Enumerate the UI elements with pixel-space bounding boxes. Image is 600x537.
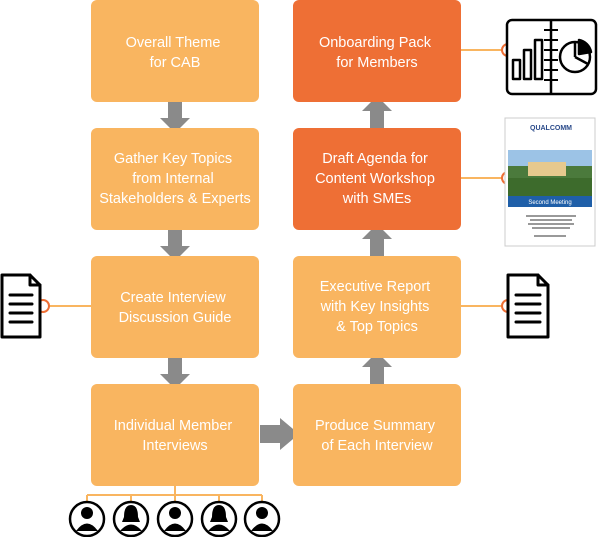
step-text-line: Draft Agenda for: [322, 151, 428, 167]
step-produce-summary: Produce Summary of Each Interview: [293, 384, 461, 486]
step-text-line: for CAB: [150, 55, 201, 71]
step-text-line: from Internal: [132, 171, 213, 187]
step-text-line: Interviews: [142, 438, 207, 454]
step-text-line: Executive Report: [320, 279, 430, 295]
step-text-line: Gather Key Topics: [114, 151, 232, 167]
step-text-line: Onboarding Pack: [319, 35, 432, 51]
binder-charts-icon: [505, 18, 598, 96]
person-icon-female: [112, 500, 150, 537]
svg-text:Onboarding Pack for Me: Onboarding Pack for Members: [319, 35, 435, 71]
arrow-up-2: [362, 224, 392, 256]
step-text-line: for Members: [336, 55, 417, 71]
arrow-down-2: [160, 230, 190, 261]
person-icon: [156, 500, 194, 537]
arrow-right: [260, 418, 299, 450]
step-text-line: with SMEs: [342, 191, 412, 207]
arrow-down-3: [160, 358, 190, 389]
step-gather-topics: Gather Key Topics from Internal Stakehol…: [91, 128, 259, 230]
step-create-guide: Create Interview Discussion Guide: [91, 256, 259, 358]
brochure-thumbnail: QUALCOMM Second Meeting: [504, 117, 596, 247]
step-overall-theme: Overall Theme for CAB: [91, 0, 259, 102]
arrow-down-1: [160, 102, 190, 133]
step-text-line: Produce Summary: [315, 418, 436, 434]
svg-text:Executive Report with: Executive Report with Key Insights & Top…: [320, 279, 435, 335]
svg-text:Create Interview Discu: Create Interview Discussion Guide: [119, 290, 232, 326]
step-text-line: Individual Member: [114, 418, 233, 434]
step-text-line: Overall Theme: [126, 35, 221, 51]
connector-lines: [43, 49, 508, 503]
person-icon: [68, 500, 106, 537]
step-text-line: Stakeholders & Experts: [99, 191, 251, 207]
step-executive-report: Executive Report with Key Insights & Top…: [293, 256, 461, 358]
member-person-icons: [68, 500, 281, 537]
step-boxes: Overall Theme for CAB Gather Key Topics …: [91, 0, 461, 486]
person-icon: [243, 500, 281, 537]
step-text-line: Content Workshop: [315, 171, 435, 187]
svg-text:Gather Key Topics from: Gather Key Topics from Internal Stakehol…: [99, 151, 251, 207]
step-text-line: with Key Insights: [320, 299, 430, 315]
step-member-interviews: Individual Member Interviews: [91, 384, 259, 486]
svg-text:Produce Summary of Eac: Produce Summary of Each Interview: [315, 418, 439, 454]
document-icon: [0, 273, 42, 339]
flow-arrows: [160, 96, 392, 450]
arrow-up-1: [362, 352, 392, 384]
svg-text:Overall Theme for CAB: Overall Theme for CAB: [126, 35, 225, 71]
brochure-brand: QUALCOMM: [530, 125, 572, 132]
document-icon: [506, 273, 550, 339]
brochure-caption: Second Meeting: [528, 200, 571, 206]
step-text-line: & Top Topics: [336, 319, 418, 335]
step-text-line: of Each Interview: [321, 438, 433, 454]
step-draft-agenda: Draft Agenda for Content Workshop with S…: [293, 128, 461, 230]
svg-text:Individual Member Inte: Individual Member Interviews: [114, 418, 237, 454]
step-text-line: Create Interview: [120, 290, 226, 306]
person-icon-female: [200, 500, 238, 537]
step-onboarding-pack: Onboarding Pack for Members: [293, 0, 461, 102]
step-text-line: Discussion Guide: [119, 310, 232, 326]
arrow-up-3: [362, 96, 392, 128]
svg-text:Draft Agenda for Conte: Draft Agenda for Content Workshop with S…: [315, 151, 439, 207]
